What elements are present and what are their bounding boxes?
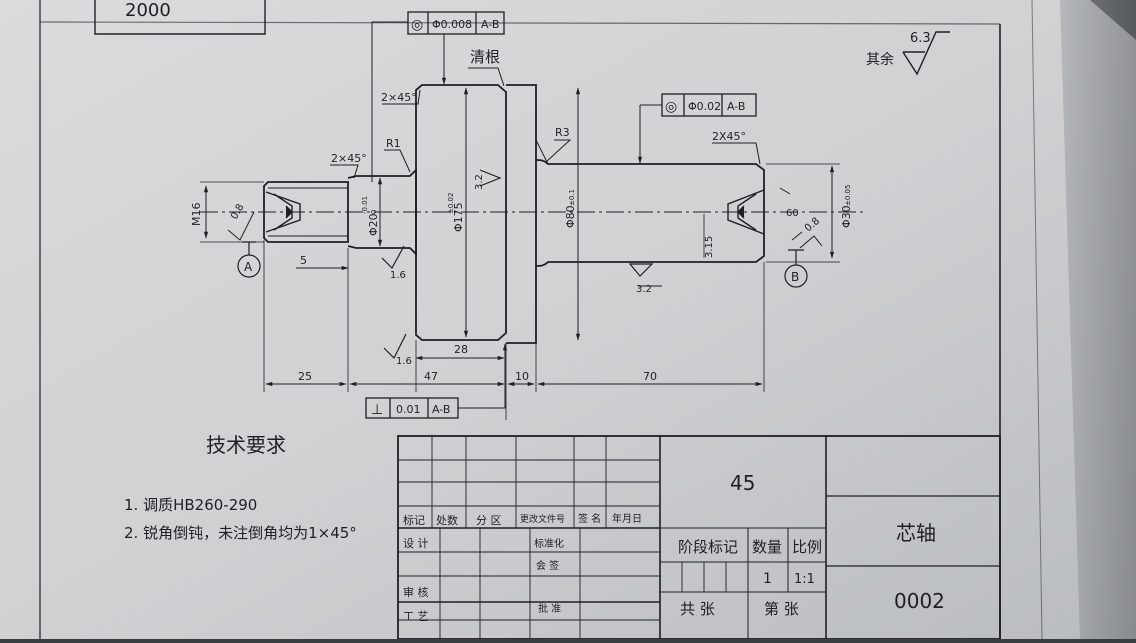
- role-process: 工 艺: [403, 610, 429, 623]
- svg-text:A-B: A-B: [481, 18, 499, 31]
- dim-25: 25: [298, 370, 312, 383]
- material-value: 45: [730, 471, 755, 495]
- header-mark: 标记: [403, 513, 425, 527]
- dia-80-tol: ±0.1: [568, 189, 576, 206]
- old-drawing-number: 2000: [125, 0, 171, 21]
- part-name: 芯轴: [896, 521, 936, 545]
- dim-5: 5: [300, 254, 307, 267]
- dia-175-tol: ±0.02: [447, 193, 455, 214]
- radius-large-label: R3: [555, 126, 570, 139]
- coaxiality-symbol-icon: ◎: [411, 17, 423, 33]
- role-design: 设 计: [403, 537, 429, 550]
- drawing-border: [39, 0, 1043, 640]
- role-standardize: 标准化: [534, 537, 564, 550]
- scale-value: 1:1: [794, 572, 815, 587]
- coaxiality-frame-right: ◎ Φ0.02 A-B: [661, 93, 757, 117]
- center-holes: [265, 189, 765, 235]
- dia-30-label: Φ30: [840, 205, 853, 228]
- svg-text:A-B: A-B: [432, 403, 450, 416]
- chamfer-label-left: 2×45°: [331, 152, 367, 165]
- surface-finish-other-label: 其余: [866, 51, 894, 68]
- qty-label: 数量: [752, 538, 782, 556]
- shaft-outline: [263, 84, 765, 344]
- tech-requirements: 技术要求 1. 调质HB260-290 2. 锐角倒钝，未注倒角均为1×45°: [124, 433, 357, 542]
- coaxiality-frame-left: ◎ Φ0.008 A-B: [407, 11, 505, 35]
- dia-20-tol-upper: -0.01: [361, 196, 369, 214]
- header-date: 年月日: [612, 512, 642, 525]
- tech-requirement-item: 2. 锐角倒钝，未注倒角均为1×45°: [124, 524, 357, 542]
- header-signature: 签 名: [578, 512, 601, 525]
- roughness-marks-bottom: [381, 245, 654, 360]
- datum-a: A: [237, 241, 261, 278]
- svg-text:0.01: 0.01: [396, 403, 421, 416]
- thread-label: M16: [190, 203, 203, 227]
- dia-20-label: Φ20: [367, 213, 380, 236]
- rough-16-shaft: 1.6: [390, 270, 406, 281]
- perpendicularity-frame: ⊥ 0.01 A-B: [365, 397, 459, 419]
- svg-text:Φ0.02: Φ0.02: [688, 100, 721, 113]
- surface-finish-other: 其余 6.3: [866, 31, 950, 76]
- sheet-number: 第 张: [764, 600, 799, 618]
- datum-b: B: [784, 249, 808, 288]
- dim-47: 47: [424, 370, 438, 383]
- header-change-doc: 更改文件号: [520, 513, 565, 525]
- svg-text:B: B: [791, 270, 799, 284]
- dim-10: 10: [515, 370, 529, 383]
- dim-70: 70: [643, 370, 657, 383]
- chamfer-label-top: 2×45°: [381, 91, 417, 104]
- svg-text:A-B: A-B: [727, 100, 745, 113]
- coaxiality-symbol-right-icon: ◎: [665, 99, 677, 115]
- svg-text:Φ0.008: Φ0.008: [432, 18, 472, 31]
- total-sheets: 共 张: [680, 600, 715, 618]
- undercut-label: 清根: [470, 48, 500, 66]
- perpendicularity-symbol-icon: ⊥: [371, 402, 383, 418]
- tech-requirement-item: 1. 调质HB260-290: [124, 496, 257, 514]
- svg-text:A: A: [244, 260, 253, 274]
- surface-finish-other-value: 6.3: [910, 31, 931, 46]
- dia-80-label: Φ80: [564, 205, 577, 228]
- thread-lines: [268, 187, 348, 237]
- role-approve: 批 准: [538, 602, 561, 615]
- qty-value: 1: [763, 571, 772, 587]
- roughness-symbol-icon: [902, 31, 950, 76]
- dim-28: 28: [454, 343, 468, 356]
- scale-label: 比例: [792, 538, 822, 556]
- center-angle-right: 60: [786, 208, 799, 219]
- svg-text:3.2: 3.2: [474, 174, 485, 190]
- roughness-face: 3.2: [474, 169, 502, 190]
- stage-label: 阶段标记: [678, 538, 738, 556]
- depth-315-label: 3.15: [704, 236, 715, 258]
- rough-32-bottom: 3.2: [636, 284, 652, 295]
- horizontal-dimensions: [263, 240, 765, 420]
- role-review: 审 核: [403, 585, 429, 599]
- dia-175-label: Φ175: [452, 202, 465, 232]
- role-countersign: 会 签: [536, 559, 559, 572]
- header-zone: 分 区: [476, 514, 502, 527]
- tech-requirements-title: 技术要求: [206, 433, 286, 457]
- radius-small-label: R1: [386, 137, 401, 150]
- chamfer-label-right: 2X45°: [712, 130, 746, 143]
- drawing-number: 0002: [894, 589, 945, 613]
- rough-16-flange: 1.6: [396, 356, 412, 367]
- header-count: 处数: [436, 514, 458, 527]
- dia-30-tol: ±0.05: [844, 185, 852, 206]
- dia-20-tol-lower: 0: [370, 210, 378, 214]
